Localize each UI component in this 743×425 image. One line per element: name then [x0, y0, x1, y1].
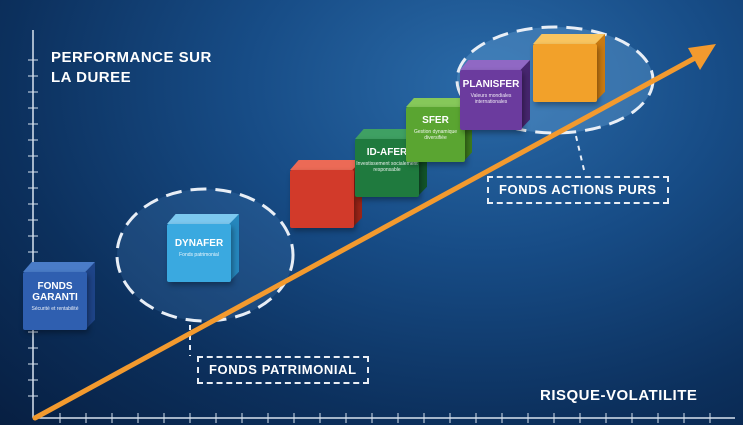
cube-side [85, 262, 95, 330]
fund-cube-fonds-garanti: FONDS GARANTI Sécurité et rentabilité [23, 262, 95, 330]
cube-front [290, 170, 354, 228]
fonds-actions-purs-label: FONDS ACTIONS PURS [487, 176, 669, 204]
x-axis-title: RISQUE-VOLATILITE [540, 387, 698, 404]
fund-name: ID-AFER [366, 147, 408, 158]
cube-front: PLANISFER Valeurs mondiales internationa… [460, 70, 522, 130]
cube-side [417, 129, 427, 197]
cube-top [533, 34, 605, 44]
performance-arrow-head [688, 44, 716, 70]
fund-cube-sfer: SFER Gestion dynamique diversifiée [406, 98, 472, 162]
fund-cube-red [290, 160, 362, 228]
cube-side [463, 98, 472, 162]
fonds-patrimonial-label: FONDS PATRIMONIAL [197, 356, 369, 384]
fund-description: Investissement socialement responsable [356, 161, 418, 173]
fund-name: PLANISFER [462, 79, 520, 90]
fund-description: Fonds patrimonial [179, 252, 219, 258]
fund-name: FONDS GARANTI [32, 281, 78, 303]
cube-top [290, 160, 362, 170]
fund-description: Gestion dynamique diversifiée [413, 129, 458, 141]
cube-side [520, 60, 530, 130]
cube-side [229, 214, 239, 282]
cube-front: SFER Gestion dynamique diversifiée [406, 107, 465, 162]
cube-front [533, 44, 597, 102]
fund-description: Valeurs mondiales internationales [470, 93, 512, 105]
cube-front: FONDS GARANTI Sécurité et rentabilité [23, 272, 87, 330]
fund-cube-dynafer: DYNAFER Fonds patrimonial [167, 214, 239, 282]
fund-cube-planisfer: PLANISFER Valeurs mondiales internationa… [460, 60, 530, 130]
fund-description: Sécurité et rentabilité [31, 306, 79, 312]
cube-top [23, 262, 95, 272]
performance-arrow-line [32, 55, 698, 421]
cube-top [406, 98, 472, 107]
fund-cube-orange [533, 34, 605, 102]
cube-side [595, 34, 605, 102]
y-axis-title: PERFORMANCE SUR LA DUREE [51, 49, 212, 86]
actions-connector [575, 135, 585, 171]
cube-top [355, 129, 427, 139]
cube-front: DYNAFER Fonds patrimonial [167, 224, 231, 282]
cube-top [167, 214, 239, 224]
cube-top [460, 60, 530, 70]
x-axis-ticks [59, 413, 711, 423]
fund-name: SFER [422, 115, 449, 126]
fund-name: DYNAFER [174, 238, 224, 249]
